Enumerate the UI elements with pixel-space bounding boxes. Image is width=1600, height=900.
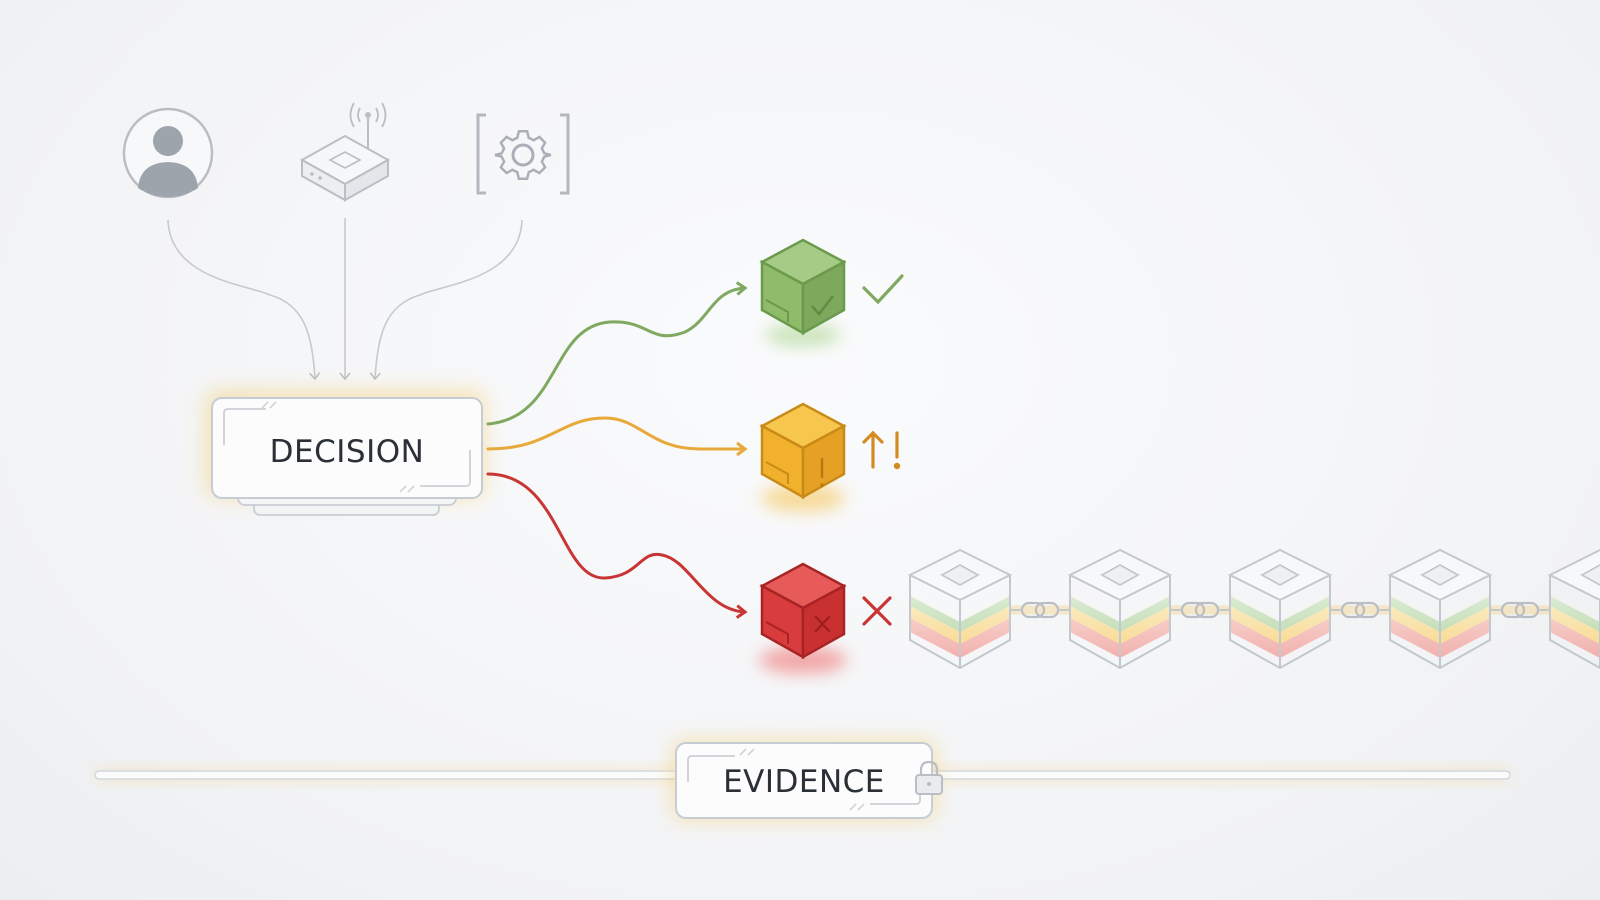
chain-link-icon (1490, 601, 1550, 619)
chain-link-icon (1170, 601, 1230, 619)
chain-link-icon (1010, 601, 1070, 619)
ledger-block (1227, 548, 1333, 670)
lock-icon (915, 760, 943, 795)
decision-node[interactable]: DECISION (205, 390, 485, 516)
decision-label: DECISION (270, 434, 425, 470)
chain-link-icon (1330, 601, 1390, 619)
ledger-block (1547, 548, 1600, 670)
warning-connector (486, 416, 748, 457)
approved-cube[interactable] (759, 238, 847, 347)
rejected-connector (486, 472, 748, 619)
evidence-ledger-chain (907, 548, 1600, 670)
ledger-block (1067, 548, 1173, 670)
ledger-block (1387, 548, 1493, 670)
evidence-node[interactable]: EVIDENCE (672, 740, 936, 820)
check-icon (862, 274, 904, 305)
iot-device-icon (299, 102, 391, 202)
cross-icon (862, 596, 892, 626)
rejected-cube[interactable] (759, 562, 847, 674)
settings-gear-icon (476, 113, 570, 195)
input-connectors (167, 218, 523, 381)
outcome-connectors (486, 281, 748, 619)
alert-escalate-icon (862, 430, 901, 470)
user-avatar-icon (122, 107, 214, 199)
approved-connector (486, 281, 748, 426)
ledger-block (907, 548, 1013, 670)
evidence-label: EVIDENCE (723, 764, 885, 800)
warning-cube[interactable] (759, 402, 847, 512)
